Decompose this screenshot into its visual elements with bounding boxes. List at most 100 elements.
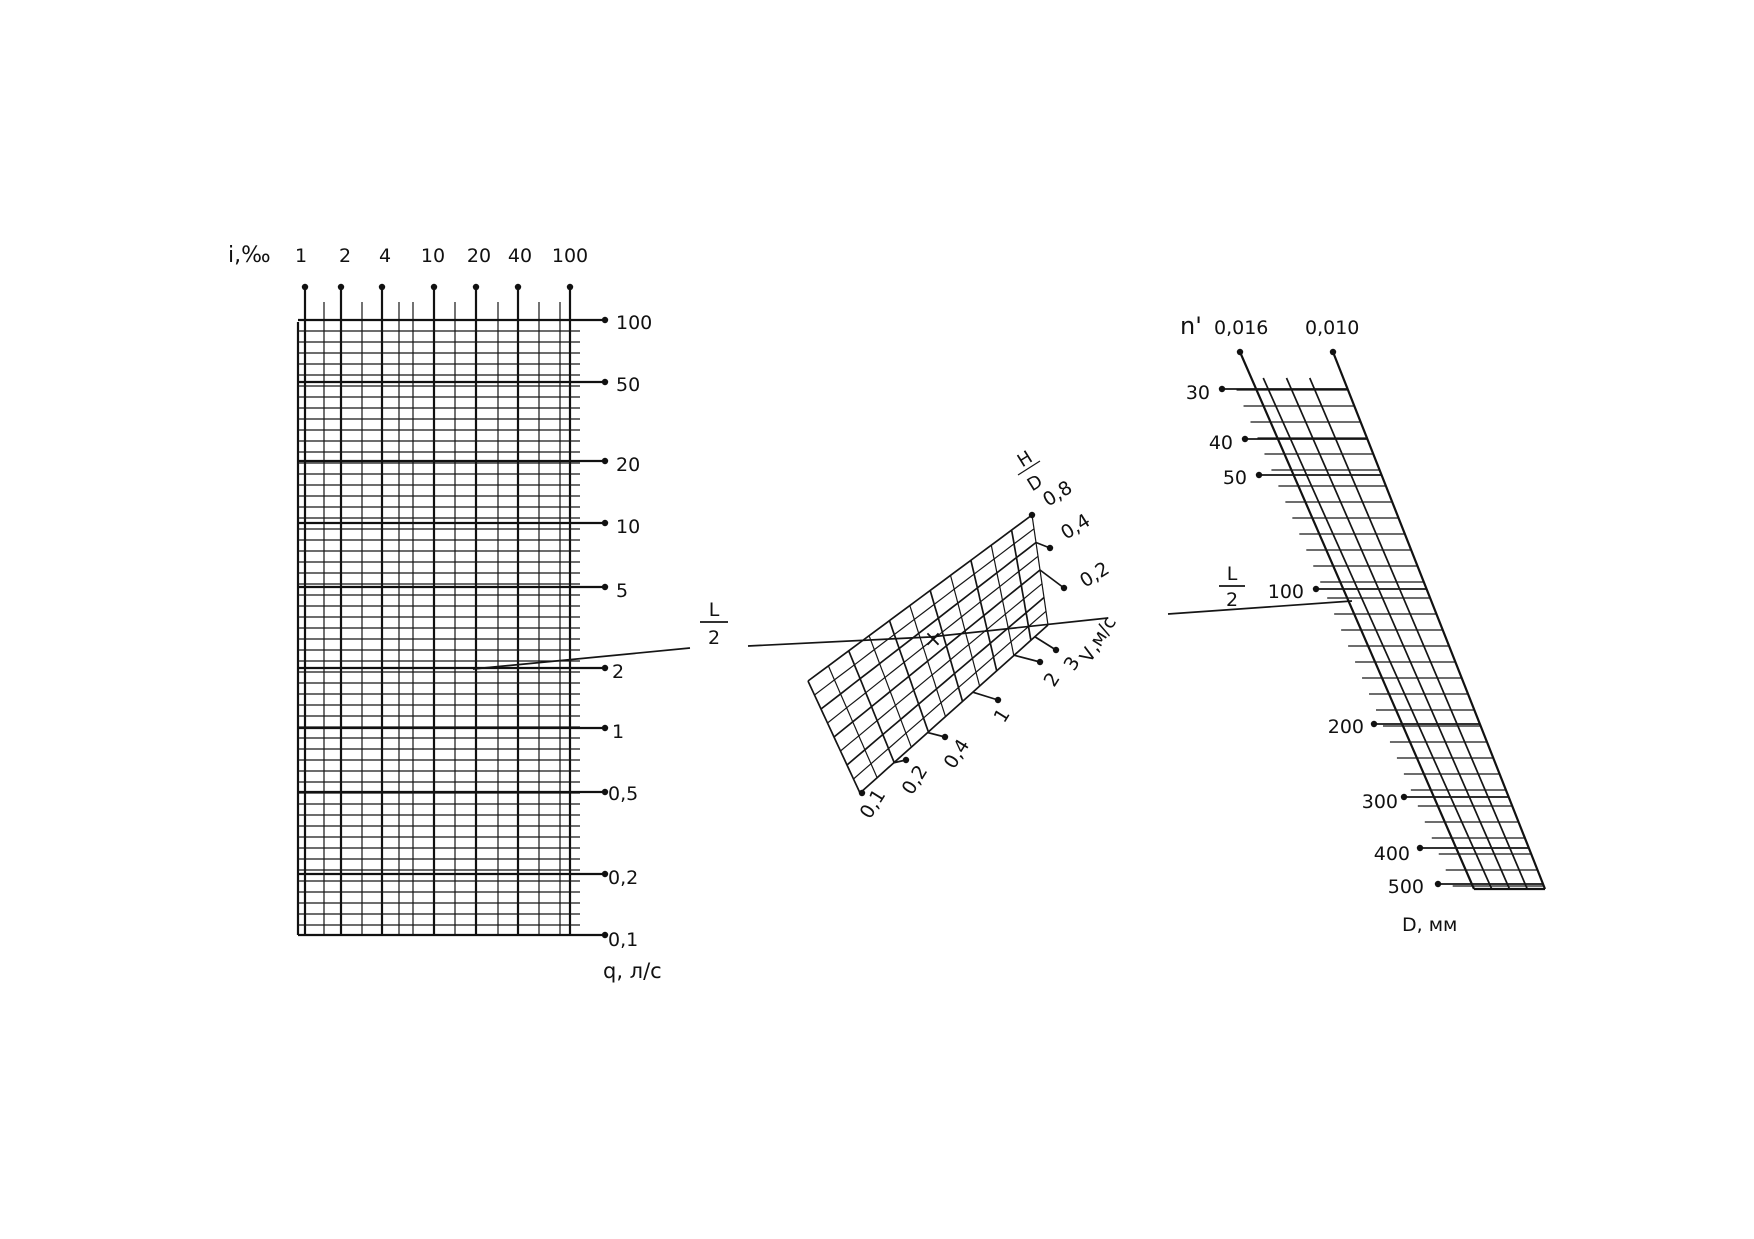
left-grid-top-dot	[566, 283, 574, 291]
left-grid: i,‰ 1 2 4 10 20 40 100 100 50 20 10 5 2 …	[228, 243, 662, 983]
middle-grid-v-line	[970, 560, 998, 671]
d-axis-tick-500: 500	[1388, 876, 1424, 898]
middle-grid-h-line	[833, 569, 1041, 738]
d-axis-tick-400: 400	[1374, 843, 1410, 865]
v-dot	[902, 756, 910, 764]
i-axis-tick-40: 40	[508, 245, 532, 267]
hd-tick-0-8: 0,8	[1039, 477, 1076, 512]
n-axis-label: n'	[1180, 312, 1202, 340]
right-grid: n' 0,016 0,010 30 40 50 100 200 300 400 …	[1180, 312, 1547, 936]
v-leader	[1034, 636, 1057, 651]
d-axis-tick-30: 30	[1186, 382, 1210, 404]
right-grid-inner-slant	[1285, 377, 1511, 890]
q-axis-tick-100: 100	[616, 312, 652, 334]
i-axis-tick-2: 2	[339, 245, 351, 267]
crossing-mark: ×	[924, 627, 942, 652]
left-fraction-denominator: 2	[708, 627, 720, 649]
left-fraction-l-over-2: L 2	[700, 599, 728, 649]
q-axis-tick-0-1: 0,1	[608, 929, 638, 951]
left-grid-right-dot	[601, 457, 609, 465]
left-grid-top-dot	[301, 283, 309, 291]
v-dot	[941, 733, 949, 741]
i-axis-tick-100: 100	[552, 245, 588, 267]
d-axis-dot	[1218, 385, 1226, 393]
i-axis-tick-4: 4	[379, 245, 391, 267]
v-dot	[994, 696, 1002, 704]
q-axis-tick-5: 5	[616, 580, 628, 602]
d-axis-dot	[1400, 793, 1408, 801]
middle-grid-h-line	[820, 541, 1037, 710]
connector-right	[1167, 600, 1353, 615]
v-dot	[1036, 658, 1044, 666]
left-grid-top-dot	[430, 283, 438, 291]
middle-grid-h-line	[840, 583, 1043, 752]
middle-grid-lines	[807, 514, 1065, 794]
left-grid-top-dot	[378, 283, 386, 291]
right-grid-left-border	[1238, 351, 1476, 890]
n-axis-dot-0-010	[1329, 348, 1337, 356]
q-axis-tick-50: 50	[616, 374, 640, 396]
right-fraction-denominator: 2	[1226, 589, 1238, 611]
middle-grid-h-line	[846, 596, 1045, 766]
d-axis-dot	[1312, 585, 1320, 593]
middle-grid-v-line	[929, 590, 964, 702]
middle-grid-v-line	[807, 680, 861, 794]
q-axis-tick-20: 20	[616, 454, 640, 476]
middle-grid-h-line	[807, 514, 1033, 682]
d-axis-dot	[1255, 471, 1263, 479]
hd-dot-0-8	[1028, 511, 1036, 519]
v-dot	[1052, 646, 1060, 654]
right-fraction-numerator: L	[1227, 563, 1238, 585]
middle-grid: H D 0,8 0,4 0,2 0,1 0,2 0,4 1 2 3 V,м/с …	[807, 447, 1121, 823]
v-tick-0-4: 0,4	[940, 735, 975, 772]
middle-grid-tick-dots	[858, 511, 1068, 797]
q-axis-tick-1: 1	[612, 721, 624, 743]
middle-grid-h-line	[827, 555, 1039, 724]
right-grid-lines	[1222, 351, 1547, 891]
i-axis-tick-20: 20	[467, 245, 491, 267]
v-tick-0-2: 0,2	[898, 761, 933, 798]
d-axis-tick-40: 40	[1209, 432, 1233, 454]
middle-grid-v-line	[888, 620, 930, 733]
left-grid-right-dot	[601, 316, 609, 324]
v-leader	[1013, 654, 1041, 663]
middle-grid-v-line	[1010, 529, 1032, 641]
left-grid-right-dot	[601, 788, 609, 796]
q-axis-label: q, л/с	[603, 959, 662, 983]
left-grid-lines	[296, 287, 605, 937]
hd-leader-0-2	[1039, 569, 1065, 589]
left-grid-right-dot	[601, 724, 609, 732]
connector-left	[472, 647, 691, 670]
middle-grid-v-line	[847, 650, 895, 763]
v-tick-1: 1	[990, 705, 1015, 727]
i-axis-label: i,‰	[228, 243, 271, 268]
d-axis-tick-300: 300	[1362, 791, 1398, 813]
d-axis-dot	[1241, 435, 1249, 443]
hd-dot-0-4	[1046, 544, 1054, 552]
hd-label-numerator: H	[1014, 447, 1037, 472]
middle-grid-h-line	[814, 528, 1035, 696]
i-axis-tick-10: 10	[421, 245, 445, 267]
n-axis-tick-0-010: 0,010	[1305, 317, 1359, 339]
d-axis-dot	[1370, 720, 1378, 728]
right-fraction-l-over-2: L 2	[1219, 563, 1245, 611]
left-grid-right-dot	[601, 870, 609, 878]
middle-grid-h-line	[859, 624, 1049, 794]
hd-label: H D	[1014, 447, 1047, 496]
connector-middle	[747, 617, 1109, 647]
right-grid-inner-slant	[1308, 377, 1529, 890]
left-fraction-numerator: L	[709, 599, 720, 621]
left-grid-tick-dots	[301, 283, 609, 939]
q-axis-tick-0-5: 0,5	[608, 783, 638, 805]
left-grid-top-dot	[337, 283, 345, 291]
hd-label-bar	[1017, 460, 1041, 476]
left-grid-right-dot	[601, 583, 609, 591]
right-grid-inner-slant	[1262, 377, 1493, 890]
middle-grid-v-line	[909, 605, 947, 717]
hd-tick-0-4: 0,4	[1057, 510, 1094, 545]
hd-dot-0-2	[1060, 584, 1068, 592]
left-grid-right-dot	[601, 664, 609, 672]
v-dot	[858, 789, 866, 797]
middle-grid-h-line	[853, 610, 1047, 780]
